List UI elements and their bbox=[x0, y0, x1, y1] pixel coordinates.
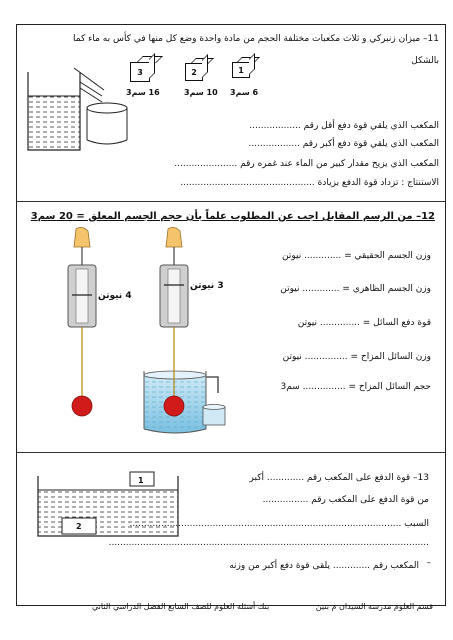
q13-line-1: 13– قوة الدفع على المكعب رقم ...........… bbox=[249, 473, 429, 483]
q13-dash: – bbox=[426, 558, 432, 568]
q11-title-line2: بالشكل bbox=[411, 56, 439, 66]
cube-3-volume: 16 سم3 bbox=[126, 88, 160, 97]
q13-reason-cont: ........................................… bbox=[108, 538, 429, 548]
cube-2-volume: 10 سم3 bbox=[184, 88, 218, 97]
box-1-label: 1 bbox=[138, 476, 144, 485]
footer-school: قسم العلوم مدرسة السيدان م بنين bbox=[315, 602, 433, 611]
overflow-can-illustration bbox=[27, 67, 128, 151]
box-2-label: 2 bbox=[76, 522, 82, 531]
q12-line-1: وزن الجسم الحقيقي = ............. نيوتن bbox=[281, 251, 431, 261]
q12-line-2: وزن الجسم الظاهري = ............. نيوتن bbox=[280, 284, 431, 294]
q12-line-3: قوة دفع السائل = .............. نيوتن bbox=[297, 318, 431, 328]
q11-line-3: المكعب الذي يزيح مقدار كبير من الماء عند… bbox=[174, 159, 439, 169]
cube-1-volume: 6 سم3 bbox=[230, 88, 259, 97]
q13-line-3: المكعب رقم ............. يلقى قوة دفع أك… bbox=[229, 561, 419, 571]
footer-title: بنك أسئلة العلوم للصف السابع الفصل الدرا… bbox=[92, 602, 270, 611]
q11-line-4: الاستنتاج : تزداد قوة الدفع بزيادة .....… bbox=[180, 178, 439, 188]
q13-reason: السبب ..................................… bbox=[129, 519, 429, 529]
spring-balance-illustration bbox=[67, 227, 226, 434]
q11-line-1: المكعب الذي يلقي قوة دفع أقل رقم .......… bbox=[249, 121, 439, 131]
floating-cubes-illustration bbox=[37, 471, 179, 537]
q11-line-2: المكعب الذي يلقي قوة دفع أكبر رقم ......… bbox=[248, 139, 439, 149]
q12-line-5: حجم السائل المزاح = ............... سم3 bbox=[280, 382, 431, 392]
section-divider-2 bbox=[16, 452, 445, 453]
q12-title: 12– من الرسم المقابل اجب عن المطلوب علما… bbox=[30, 211, 435, 222]
q13-line-2: من قوة الدفع على المكعب رقم ............… bbox=[262, 495, 429, 505]
section-divider-1 bbox=[16, 201, 445, 202]
q12-line-4: وزن السائل المزاح = ............... نيوت… bbox=[282, 352, 431, 362]
worksheet-frame bbox=[16, 24, 446, 606]
reading-left: 4 نيوتن bbox=[98, 291, 132, 301]
reading-right: 3 نيوتن bbox=[190, 281, 224, 291]
q11-title: 11– ميزان زنبركي و ثلاث مكعبات مختلفة ال… bbox=[73, 34, 439, 44]
